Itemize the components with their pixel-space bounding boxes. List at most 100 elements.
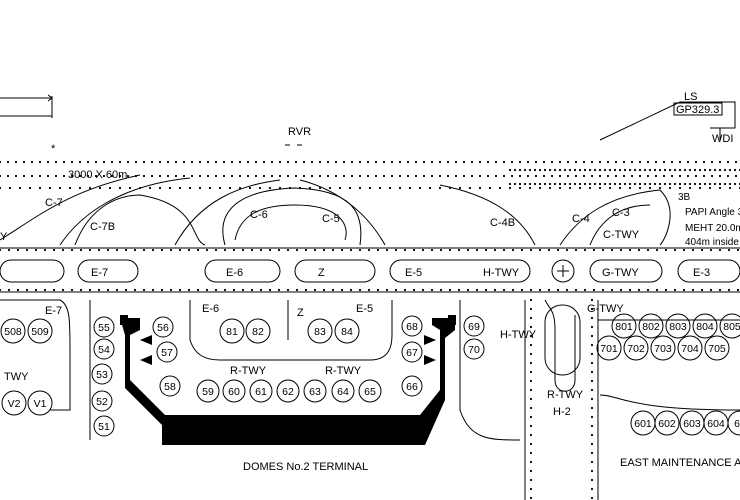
stand-508[interactable]: 508 (0, 318, 26, 344)
stand-81[interactable]: 81 (219, 318, 245, 344)
stand-602[interactable]: 602 (654, 410, 680, 436)
runway-light (313, 288, 317, 292)
stand-62[interactable]: 62 (276, 379, 300, 403)
stand-67[interactable]: 67 (401, 341, 423, 363)
stand-701[interactable]: 701 (596, 335, 622, 361)
stand-circle (401, 315, 423, 337)
runway-light (198, 186, 202, 190)
stand-53[interactable]: 53 (91, 363, 113, 385)
stand-V2[interactable]: V2 (1, 390, 27, 416)
stand-circle (623, 335, 649, 361)
stand-61[interactable]: 61 (249, 379, 273, 403)
stand-69[interactable]: 69 (463, 315, 485, 337)
stand-circle (249, 379, 273, 403)
runway-light (151, 288, 155, 292)
stand-804[interactable]: 804 (692, 313, 718, 339)
runway-light (286, 160, 290, 164)
runway-light (529, 288, 533, 292)
runway-light (134, 160, 138, 164)
runway-light (394, 288, 398, 292)
stand-circle (358, 379, 382, 403)
stand-803[interactable]: 803 (665, 313, 691, 339)
runway-light (608, 186, 612, 190)
stand-51[interactable]: 51 (93, 415, 115, 437)
stand-circle (303, 379, 327, 403)
runway-light (358, 160, 362, 164)
stand-56[interactable]: 56 (152, 316, 174, 338)
taxiway-labels: C-7 C-7B C-6 C-5 C-4B C-4 C-3 C-TWY Y E-… (0, 197, 710, 418)
stand-54[interactable]: 54 (93, 338, 115, 360)
runway-light (421, 288, 425, 292)
stand-circle (222, 379, 246, 403)
runway-light (655, 288, 659, 292)
stand-702[interactable]: 702 (623, 335, 649, 361)
stand-64[interactable]: 64 (331, 379, 355, 403)
stand-V1[interactable]: V1 (27, 390, 53, 416)
runway-light (124, 248, 128, 252)
stand-58[interactable]: 58 (159, 375, 181, 397)
stand-68[interactable]: 68 (401, 315, 423, 337)
taxiway-label: R-TWY (325, 365, 362, 377)
runway-light (368, 186, 372, 190)
runway-light (550, 160, 554, 164)
taxiway-light (529, 379, 533, 383)
stand-52[interactable]: 52 (91, 390, 113, 412)
runway-light (151, 248, 155, 252)
runway-light (556, 248, 560, 252)
stand-703[interactable]: 703 (650, 335, 676, 361)
runway-light (278, 174, 282, 178)
runway-light (403, 248, 407, 252)
stand-705[interactable]: 705 (704, 335, 730, 361)
stand-603[interactable]: 603 (679, 410, 705, 436)
stand-704[interactable]: 704 (677, 335, 703, 361)
stand-82[interactable]: 82 (245, 318, 271, 344)
stand-604[interactable]: 604 (703, 410, 729, 436)
stand-801[interactable]: 801 (611, 313, 637, 339)
stand-57[interactable]: 57 (156, 341, 178, 363)
stand-55[interactable]: 55 (93, 316, 115, 338)
runway-light (566, 160, 570, 164)
stand-circle (727, 410, 740, 436)
taxiway-light (590, 496, 594, 500)
runway-light (61, 288, 65, 292)
stand-59[interactable]: 59 (196, 379, 220, 403)
stand-83[interactable]: 83 (307, 318, 333, 344)
runway-light (708, 182, 712, 186)
runway-light (68, 186, 72, 190)
stand-805[interactable]: 805 (719, 313, 740, 339)
runway-light (510, 174, 514, 178)
stand-60[interactable]: 60 (222, 379, 246, 403)
runway-light (502, 160, 506, 164)
runway-light (349, 288, 353, 292)
stand-circle (1, 390, 27, 416)
runway-light (38, 160, 42, 164)
runway-light (0, 248, 2, 252)
runway-light (294, 174, 298, 178)
terminal-label: DOMES No.2 TERMINAL (243, 461, 368, 473)
parallel-taxiway (0, 247, 740, 293)
runway-light (718, 168, 722, 172)
runway-light (694, 174, 698, 178)
stand-65[interactable]: 65 (358, 379, 382, 403)
stand-70[interactable]: 70 (463, 338, 485, 360)
terminal-building[interactable] (120, 315, 456, 445)
runway-light (70, 288, 74, 292)
stand-60[interactable]: 60 (727, 410, 740, 436)
stand-509[interactable]: 509 (27, 318, 53, 344)
runway-light (318, 174, 322, 178)
runway-light (342, 160, 346, 164)
runway-light (259, 248, 263, 252)
runway-light (698, 186, 702, 190)
stand-802[interactable]: 802 (638, 313, 664, 339)
runway-light (662, 160, 666, 164)
runway-light (38, 174, 42, 178)
stand-66[interactable]: 66 (401, 375, 423, 397)
stand-84[interactable]: 84 (334, 318, 360, 344)
runway-light (723, 182, 727, 186)
stand-circle (152, 316, 174, 338)
runway-light (390, 160, 394, 164)
stand-63[interactable]: 63 (303, 379, 327, 403)
runway-light (198, 160, 202, 164)
stand-601[interactable]: 601 (630, 410, 656, 436)
